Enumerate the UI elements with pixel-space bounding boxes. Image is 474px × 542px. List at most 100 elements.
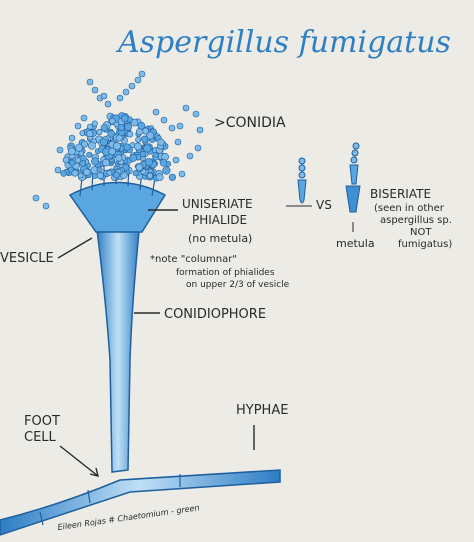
- conidium: [67, 166, 74, 173]
- conidium: [138, 70, 146, 78]
- label-vs: VS: [316, 198, 332, 212]
- conidium: [194, 144, 202, 152]
- label-conidiophore: CONIDIOPHORE: [164, 307, 266, 322]
- label-no-metula: (no metula): [188, 232, 252, 245]
- conidium: [60, 170, 67, 177]
- conidium: [86, 78, 94, 86]
- conidium: [162, 166, 171, 175]
- note-line-1: *note "columnar": [150, 254, 237, 265]
- conidium: [135, 136, 142, 143]
- label-phialide: PHIALIDE: [192, 213, 247, 227]
- conidium: [108, 117, 116, 125]
- conidium: [107, 130, 116, 138]
- conidium: [122, 88, 130, 96]
- conidium: [160, 116, 168, 124]
- conidium: [75, 143, 84, 152]
- conidium: [96, 172, 104, 180]
- uniseriate-sketch: [297, 157, 307, 204]
- conidium: [91, 120, 98, 127]
- conidium: [134, 76, 142, 84]
- note-line-2: formation of phialides: [176, 268, 275, 278]
- conidium: [86, 130, 94, 138]
- conidium: [87, 141, 96, 150]
- conidium: [104, 100, 112, 108]
- conidium: [79, 160, 86, 167]
- conidium: [174, 138, 182, 146]
- conidium: [96, 166, 103, 173]
- vesicle: [68, 161, 167, 233]
- conidium: [71, 169, 79, 177]
- conidia-scatter: [32, 70, 204, 210]
- biseriate-line-3: aspergillus sp.: [380, 215, 452, 226]
- conidium: [115, 154, 123, 162]
- conidium: [168, 124, 176, 132]
- conidium: [108, 147, 116, 156]
- conidium: [69, 159, 76, 166]
- conidium: [42, 202, 50, 210]
- conidium: [134, 142, 143, 151]
- conidium: [152, 152, 159, 159]
- conidium: [186, 152, 194, 160]
- conidium: [178, 170, 186, 178]
- conidium: [156, 173, 164, 181]
- biseriate-line-5: fumigatus): [398, 239, 452, 250]
- conidium: [100, 92, 108, 100]
- conidium: [143, 144, 152, 153]
- conidium: [112, 142, 121, 151]
- conidium: [182, 104, 190, 112]
- conidium: [124, 123, 132, 131]
- label-biseriate: BISERIATE: [370, 187, 431, 201]
- note-line-3: on upper 2/3 of vesicle: [186, 280, 290, 290]
- conidium: [135, 163, 144, 172]
- conidium: [129, 153, 138, 162]
- conidium: [152, 108, 160, 116]
- foot-cell-pointer: [59, 445, 99, 477]
- conidium: [116, 94, 124, 102]
- conidium: [62, 156, 70, 164]
- conidium: [91, 86, 99, 94]
- conidium: [77, 172, 84, 179]
- conidium: [141, 135, 149, 143]
- conidium: [102, 158, 110, 167]
- label-hyphae: HYPHAE: [236, 403, 288, 418]
- conidium: [192, 110, 200, 118]
- conidium: [106, 170, 113, 176]
- conidium: [176, 122, 184, 130]
- biseriate-line-4: NOT: [410, 227, 432, 238]
- label-vesicle: VESICLE: [0, 251, 54, 266]
- conidium: [91, 157, 100, 166]
- conidium: [146, 172, 154, 179]
- conidium: [117, 124, 125, 132]
- conidium: [126, 130, 134, 138]
- conidium: [81, 140, 89, 148]
- conidia-cluster: [60, 112, 176, 182]
- conidium: [146, 131, 155, 140]
- conidium: [100, 124, 108, 132]
- conidium: [115, 134, 123, 142]
- conidium: [139, 151, 146, 158]
- hyphae: [0, 469, 281, 536]
- conidium: [113, 171, 121, 179]
- conidiophore-stalk: [95, 221, 141, 473]
- conidium: [100, 138, 108, 146]
- conidium: [74, 122, 82, 130]
- conidium: [83, 168, 91, 176]
- conidium: [159, 159, 168, 167]
- conidium: [132, 170, 139, 177]
- label-cell: CELL: [24, 430, 57, 445]
- conidium: [168, 173, 176, 181]
- conidium: [32, 194, 40, 202]
- diagram-title: Aspergillus fumigatus: [115, 25, 451, 60]
- conidium: [120, 114, 129, 123]
- conidium: [74, 157, 82, 164]
- conidium: [68, 134, 76, 142]
- conidium: [137, 121, 146, 130]
- conidium: [196, 126, 204, 134]
- label-uniseriate: UNISERIATE: [182, 197, 253, 211]
- conidium: [145, 158, 153, 166]
- conidium: [172, 156, 180, 164]
- conidium: [54, 166, 62, 174]
- conidium: [86, 151, 93, 158]
- label-conidia: >CONIDIA: [214, 115, 286, 131]
